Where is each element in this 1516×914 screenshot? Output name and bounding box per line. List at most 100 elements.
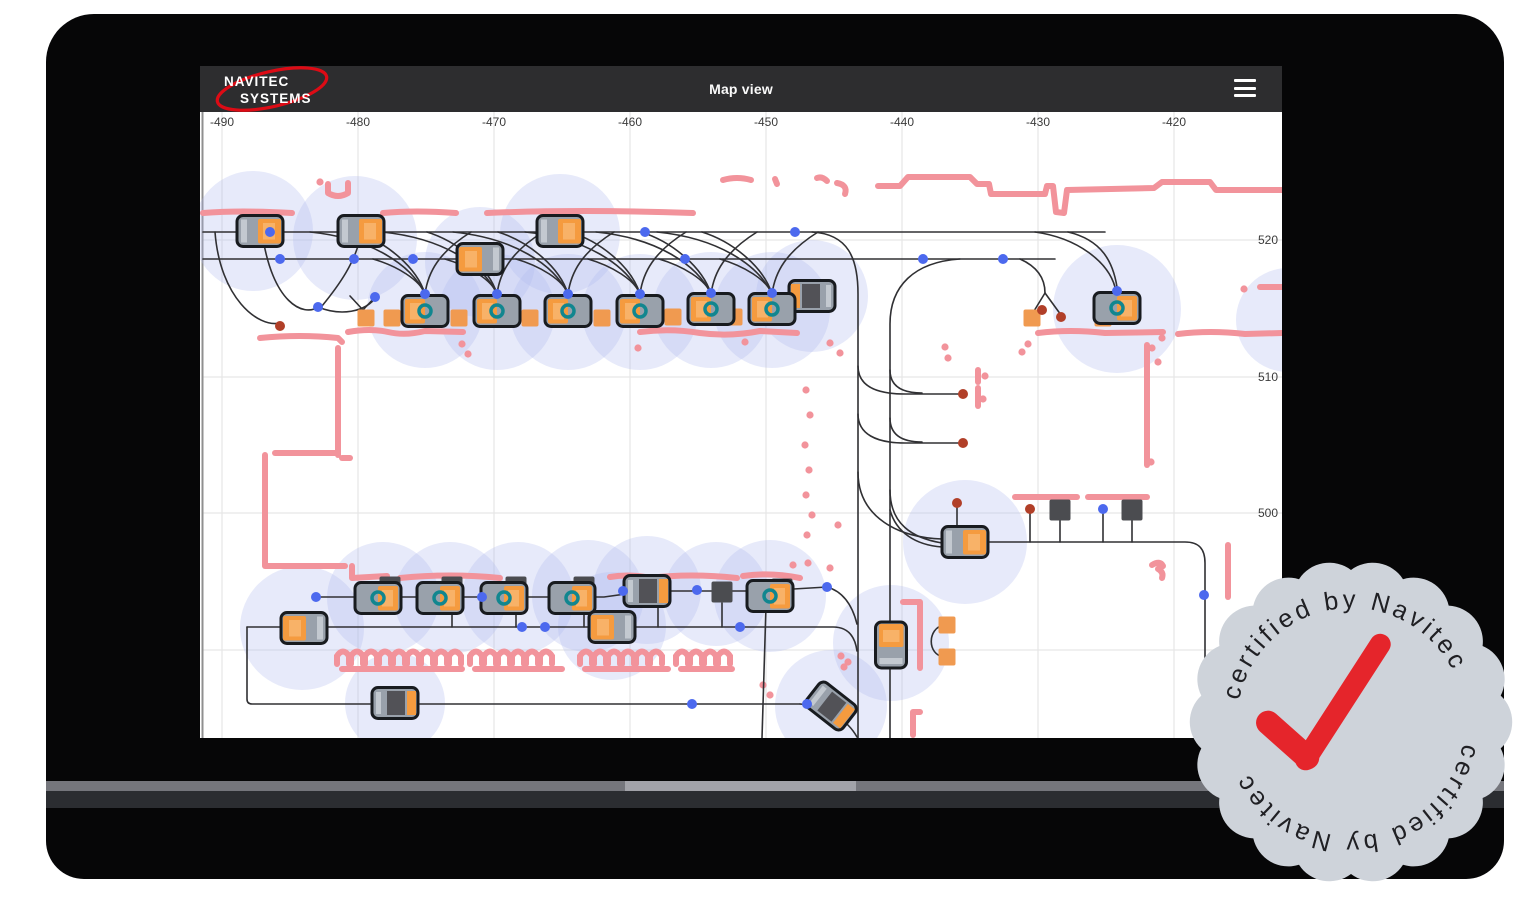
agv-vehicle[interactable] [686, 292, 736, 326]
lidar-wall [1175, 329, 1282, 337]
agv-vehicle[interactable] [615, 294, 665, 328]
axis-label-y: 520 [1258, 233, 1278, 247]
waypoint-node[interactable] [735, 622, 745, 632]
agv-vehicle[interactable] [535, 214, 585, 248]
waypoint-node[interactable] [517, 622, 527, 632]
axis-label-x: -480 [346, 115, 370, 129]
logo-line2: SYSTEMS [240, 91, 312, 106]
waypoint-node[interactable] [311, 592, 321, 602]
waypoint-node[interactable] [767, 288, 777, 298]
agv-vehicle[interactable] [353, 581, 403, 615]
pallet-marker[interactable] [383, 309, 401, 327]
route-path [761, 605, 767, 738]
agv-vehicle[interactable] [587, 610, 637, 644]
agv-vehicle[interactable] [747, 292, 797, 326]
agv-vehicle[interactable] [547, 581, 597, 615]
agv-vehicle[interactable] [479, 581, 529, 615]
agv-vehicle[interactable] [874, 620, 908, 670]
waypoint-node[interactable] [618, 586, 628, 596]
agv-vehicle[interactable] [543, 294, 593, 328]
localization-ring-icon [417, 303, 433, 319]
agv-vehicle[interactable] [787, 279, 837, 313]
waypoint-node[interactable] [370, 292, 380, 302]
waypoint-node[interactable] [918, 254, 928, 264]
waypoint-node[interactable] [640, 227, 650, 237]
station-marker[interactable] [711, 581, 733, 603]
localization-ring-icon [370, 590, 386, 606]
waypoint-node[interactable] [687, 699, 697, 709]
pallet-marker[interactable] [357, 309, 375, 327]
action-node[interactable] [275, 321, 285, 331]
lidar-point [741, 338, 749, 346]
waypoint-node[interactable] [998, 254, 1008, 264]
agv-vehicle[interactable] [622, 574, 672, 608]
route-path [261, 231, 319, 311]
axis-label-x: -430 [1026, 115, 1050, 129]
pallet-marker[interactable] [938, 648, 956, 666]
pallet-marker[interactable] [664, 308, 682, 326]
localization-ring-icon [632, 303, 648, 319]
pallet-marker[interactable] [938, 616, 956, 634]
waypoint-node[interactable] [635, 289, 645, 299]
pallet-marker[interactable] [1023, 309, 1041, 327]
action-node[interactable] [1056, 312, 1066, 322]
action-node[interactable] [952, 498, 962, 508]
route-path [315, 586, 858, 625]
waypoint-node[interactable] [802, 699, 812, 709]
action-node[interactable] [1037, 305, 1047, 315]
waypoint-node[interactable] [477, 592, 487, 602]
lidar-wall [397, 572, 503, 581]
action-node[interactable] [1025, 504, 1035, 514]
agv-vehicle[interactable] [745, 579, 795, 613]
lidar-point [1158, 334, 1166, 342]
waypoint-node[interactable] [706, 288, 716, 298]
hamburger-menu-icon[interactable] [1234, 79, 1258, 99]
waypoint-node[interactable] [790, 227, 800, 237]
lidar-point [789, 561, 797, 569]
agv-vehicle[interactable] [235, 214, 285, 248]
waypoint-node[interactable] [563, 289, 573, 299]
lidar-point [458, 340, 466, 348]
waypoint-node[interactable] [349, 254, 359, 264]
route-path [771, 231, 819, 295]
agv-vehicle[interactable] [279, 611, 329, 645]
action-node[interactable] [958, 389, 968, 399]
pallet-marker[interactable] [593, 309, 611, 327]
logo-line1: NAVITEC [224, 74, 289, 89]
agv-vehicle[interactable] [455, 242, 505, 276]
axis-label-x: -470 [482, 115, 506, 129]
lidar-point [1240, 285, 1248, 293]
agv-vehicle[interactable] [940, 525, 990, 559]
waypoint-node[interactable] [540, 622, 550, 632]
waypoint-node[interactable] [265, 227, 275, 237]
waypoint-node[interactable] [1199, 590, 1209, 600]
agv-vehicle[interactable] [415, 581, 465, 615]
waypoint-node[interactable] [680, 254, 690, 264]
waypoint-node[interactable] [822, 582, 832, 592]
lidar-point [826, 339, 834, 347]
action-node[interactable] [958, 438, 968, 448]
waypoint-node[interactable] [1112, 286, 1122, 296]
agv-vehicle[interactable] [803, 680, 858, 733]
pallet-marker[interactable] [450, 309, 468, 327]
map-canvas[interactable]: -490-480-470-460-450-440-430-42052051050… [200, 66, 1282, 738]
lidar-wall [814, 174, 830, 184]
pallet-marker[interactable] [521, 309, 539, 327]
station-marker[interactable] [1121, 499, 1143, 521]
agv-vehicle[interactable] [1092, 291, 1142, 325]
station-marker[interactable] [1049, 499, 1071, 521]
agv-vehicle[interactable] [336, 214, 386, 248]
lidar-point [844, 658, 852, 666]
agv-vehicle[interactable] [370, 686, 420, 720]
waypoint-node[interactable] [408, 254, 418, 264]
agv-vehicle[interactable] [472, 294, 522, 328]
waypoint-node[interactable] [492, 289, 502, 299]
waypoint-node[interactable] [275, 254, 285, 264]
agv-vehicle[interactable] [400, 294, 450, 328]
waypoint-node[interactable] [313, 302, 323, 312]
route-path [567, 231, 615, 295]
waypoint-node[interactable] [420, 289, 430, 299]
waypoint-node[interactable] [1098, 504, 1108, 514]
lidar-point [802, 491, 810, 499]
waypoint-node[interactable] [692, 585, 702, 595]
